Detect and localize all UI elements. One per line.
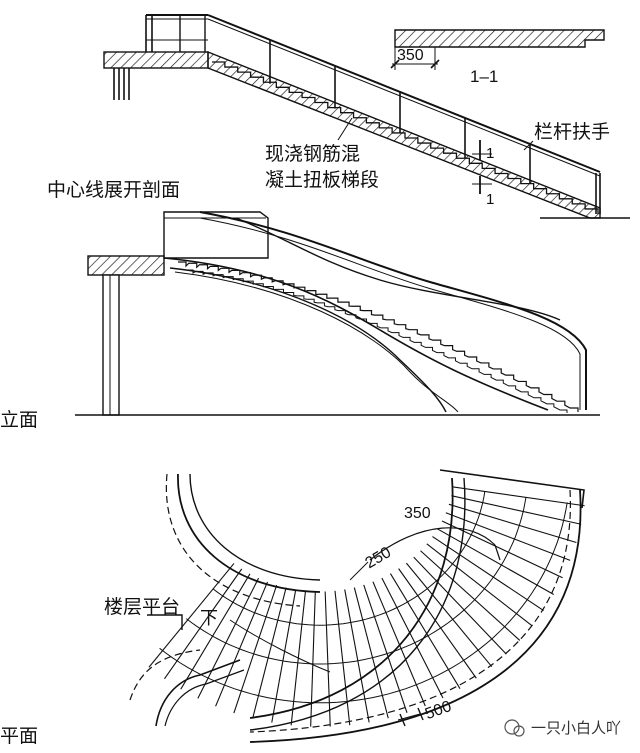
plan-guide-arc xyxy=(159,502,568,704)
dim-500-plan: 500 xyxy=(423,698,454,723)
plan-guide-arc xyxy=(185,496,527,665)
plan-tread-line xyxy=(334,590,351,726)
plan-tread-line xyxy=(344,589,370,723)
plan-inner-wall xyxy=(177,473,321,593)
landing-railing xyxy=(145,14,208,52)
plan-tread-line xyxy=(432,536,544,612)
plan-tread-line xyxy=(451,495,582,525)
wechat-icon xyxy=(504,719,520,735)
section-1-1-slab xyxy=(394,29,605,48)
plan-view: 350 250 500 楼层平台 下 平面 xyxy=(0,469,585,747)
plan-tread-line xyxy=(420,550,521,641)
railing-leader xyxy=(523,140,534,151)
elev-inner-handrail xyxy=(235,217,561,321)
elevation-view-title: 立面 xyxy=(0,409,38,431)
plan-tread-line xyxy=(453,486,585,507)
elev-treads xyxy=(178,261,579,412)
railing-label: 栏杆扶手 xyxy=(534,121,610,143)
plan-lower-landing xyxy=(155,659,241,727)
plan-tread-line xyxy=(437,528,555,595)
down-label: 下 xyxy=(200,608,218,629)
plan-tread-line xyxy=(310,591,316,727)
dim-350-plan: 350 xyxy=(404,505,431,522)
watermark: 一只小白人吖 xyxy=(504,719,621,737)
section-view: 1 1 350 1–1 栏杆扶手 现浇钢筋混 凝土扭板梯段 中心线展开剖面 xyxy=(47,14,630,219)
dim-250-line xyxy=(349,561,369,581)
plan-tread-line xyxy=(324,591,331,727)
slab-label-line2: 凝土扭板梯段 xyxy=(265,169,379,191)
watermark-text: 一只小白人吖 xyxy=(531,719,621,737)
plan-outer-wall xyxy=(249,489,582,743)
stair-handrail xyxy=(207,14,601,214)
plan-tread-line xyxy=(252,587,287,719)
plan-landing-edge xyxy=(165,473,301,607)
plan-top-cap xyxy=(439,469,585,509)
plan-tread-line xyxy=(413,556,507,655)
stair-balusters xyxy=(269,39,531,184)
landing-column xyxy=(113,68,130,100)
elev-landing-slab xyxy=(87,255,165,276)
landing-slab xyxy=(103,51,209,69)
section-view-title: 中心线展开剖面 xyxy=(47,179,180,201)
plan-tread-line xyxy=(426,543,533,627)
plan-tread-line xyxy=(148,563,235,668)
plan-tread-line xyxy=(353,587,389,719)
section-mark-label: 1–1 xyxy=(470,67,498,86)
plan-view-title: 平面 xyxy=(0,725,38,747)
plan-treads xyxy=(148,486,585,727)
elevation-view: 立面 xyxy=(0,211,600,431)
plan-tread-line xyxy=(448,503,577,544)
plan-tread-line xyxy=(372,581,426,707)
landing-leader xyxy=(147,614,183,630)
plan-tread-line xyxy=(405,562,493,668)
section-1-1-detail xyxy=(390,29,605,70)
dim-250-plan: 250 xyxy=(362,544,394,572)
plan-tread-line xyxy=(363,584,408,713)
elev-column xyxy=(102,274,120,416)
plan-tread-line xyxy=(271,589,297,723)
elev-stringer-outer xyxy=(163,257,549,411)
elev-outer-handrail xyxy=(199,211,587,410)
elev-landing-rail xyxy=(163,211,269,259)
slab-label-line1: 现浇钢筋混 xyxy=(265,143,360,165)
plan-tread-line xyxy=(215,581,268,707)
cut-mark-bottom: 1 xyxy=(486,191,494,208)
landing-label: 楼层平台 xyxy=(104,596,180,618)
section-cut-mark xyxy=(472,140,492,194)
elev-stringer-inner xyxy=(169,267,447,413)
plan-tread-line xyxy=(233,584,278,714)
plan-tread-line xyxy=(441,520,563,579)
plan-tread-line xyxy=(445,512,571,561)
slab-leader xyxy=(337,117,353,141)
plan-guide-arc xyxy=(212,491,486,626)
plan-walkline xyxy=(369,527,496,561)
stair-treads xyxy=(212,61,599,214)
dim-350-section: 350 xyxy=(397,47,424,64)
cut-mark-top: 1 xyxy=(486,145,494,162)
